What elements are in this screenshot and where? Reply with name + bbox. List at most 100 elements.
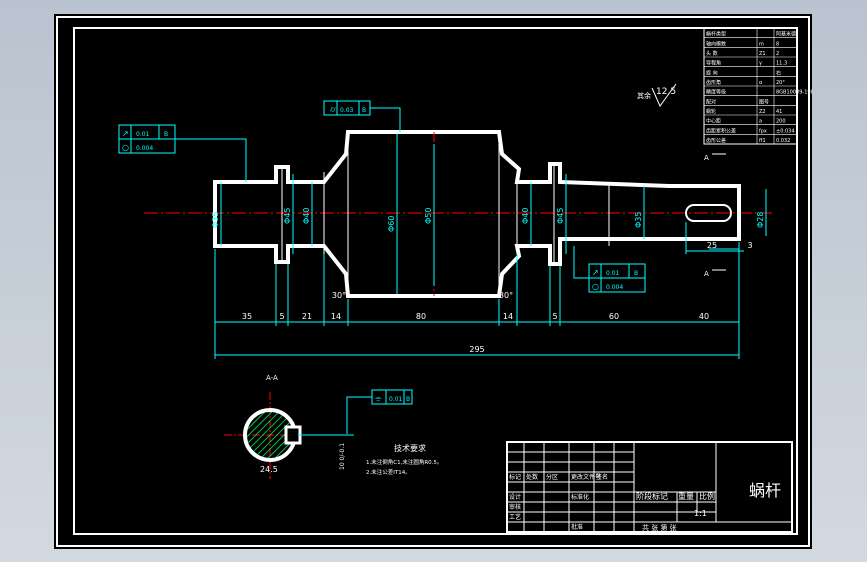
tol-datum-2: B [164,131,168,138]
runout-symbol-right: ↗ [592,268,599,277]
param-value: 0.032 [776,138,790,144]
param-name: 旋 向 [706,69,718,76]
dim-35: 35 [242,312,252,321]
title-block-label: 工艺 [509,513,521,521]
dim-24-5: 24.5 [260,465,278,474]
param-symbol: 图号 [759,99,769,105]
param-name: 头 数 [706,50,718,57]
param-name: 轴向模数 [706,40,726,47]
weight-header: 重量 [678,491,694,501]
param-symbol: γ [759,61,762,67]
dim-d35-left: Φ35 [211,212,220,228]
param-symbol: Z1 [759,51,766,57]
param-value: 200 [776,119,786,125]
dim-25: 25 [707,241,717,250]
title-block-label: 分区 [546,473,558,481]
diameter-labels: Φ35 Φ45 Φ40 Φ60 Φ50 Φ40 Φ45 Φ35 Φ28 [211,208,765,232]
tolerance-frame-right: ↗ 0.01 B ○ 0.004 [573,246,646,293]
shaft-outline [213,130,741,298]
keyway [685,204,732,222]
tol-value-4: 0.01 [606,270,620,277]
dim-5-right: 5 [552,312,557,321]
param-symbol: ff1 [759,138,766,144]
param-value: 41 [776,109,782,115]
view-mark-a-bottom: A [704,270,709,278]
tolerance-frame-left: ↗ 0.01 B ○ 0.004 [118,124,247,182]
section-label: A-A [266,374,278,382]
drawing-sheet: 蜗杆类型 阿基米德轴向模数 m 8 头 数 Z1 2 导程角 γ 11.3 旋 向 右齿形角 α 20° 精… [54,14,817,549]
view-mark-a-top: A [704,154,709,162]
dim-3: 3 [747,241,752,250]
param-symbol: Z2 [759,109,766,115]
dim-key-width: 10 0/-0.1 [339,443,346,470]
param-name: 导程角 [706,60,721,67]
outer-border [56,16,810,547]
title-block-label: 标准化 [571,493,589,501]
tol-datum-4: B [634,270,638,277]
symmetry-symbol: ⌯ [375,394,382,403]
cylindricity-symbol-right: ○ [592,282,599,291]
drawing-title: 蜗杆 [749,481,781,500]
tol-datum-1: B [362,107,366,114]
param-symbol: a [759,119,762,125]
param-name: 蜗轮 [706,108,716,115]
length-dimension-labels: 35 5 21 14 80 14 5 60 40 295 25 3 30° 30… [242,241,753,354]
dim-d50: Φ50 [424,208,433,224]
dim-d35-right: Φ35 [634,212,643,228]
title-block-label: 标记 [509,473,521,481]
param-name: 配对 [706,98,716,105]
flatness-symbol: ⌭ [330,105,336,114]
title-block-label: 签名 [596,473,608,481]
tolerance-frame-top: ⌭ 0.03 B [323,100,401,132]
dim-d28: Φ28 [756,212,765,228]
scale-value: 1:1 [694,509,707,518]
inner-border [73,27,798,535]
title-block-label: 审核 [509,503,521,511]
param-value: 11.3 [776,61,787,67]
param-name: 蜗杆类型 [706,31,726,38]
param-symbol: m [759,41,764,47]
param-value: 2 [776,51,779,57]
param-name: 精度等级 [706,89,726,96]
dim-60: 60 [609,312,619,321]
tol-value-1: 0.03 [340,107,354,114]
tol-value-2: 0.01 [136,131,150,138]
param-value: 20° [776,80,785,86]
title-block-label: 设计 [509,493,521,501]
cylindricity-symbol-left: ○ [122,143,129,152]
title-block-label: 批准 [571,523,583,531]
dim-d45-right: Φ45 [556,208,565,224]
param-symbol: fpx [759,128,767,134]
stage-header: 阶段标记 [636,491,668,501]
tech-req-item-1: 1.未注倒角C1,未注圆角R0.5。 [366,458,442,466]
tol-datum-6: B [406,396,410,403]
runout-symbol-left: ↗ [122,129,129,138]
roughness-other-label: 其余 [637,91,651,100]
dim-14-right: 14 [503,312,513,321]
tol-value-3: 0.004 [136,145,153,152]
param-value: ±0.034 [776,128,795,134]
roughness-symbol: 其余 12.5 [637,83,677,107]
param-symbol: α [759,80,763,86]
param-name: 齿形角 [706,79,721,86]
title-block-label: 更改文件号 [571,473,601,481]
param-value: 阿基米德 [776,31,796,38]
angle-30-left: 30° [332,291,346,300]
param-value: 8 [776,41,779,47]
param-value: 右 [776,69,781,76]
dim-21: 21 [302,312,312,321]
dim-80: 80 [416,312,426,321]
dim-295: 295 [469,345,484,354]
dim-40: 40 [699,312,709,321]
view-markers: A A [704,153,726,278]
tol-value-5: 0.004 [606,284,623,291]
title-block: 蜗杆 阶段标记 重量 比例 1:1 共 张 第 张 标记设计审核工艺处数分区更改… [506,441,793,533]
shaft-inner-lines [281,139,610,289]
tech-requirements: 技术要求 1.未注倒角C1,未注圆角R0.5。 2.未注公差IT14。 [366,443,442,476]
param-name: 齿形公差 [706,137,726,144]
length-dimension-lines [214,222,744,359]
tech-req-item-2: 2.未注公差IT14。 [366,468,411,476]
